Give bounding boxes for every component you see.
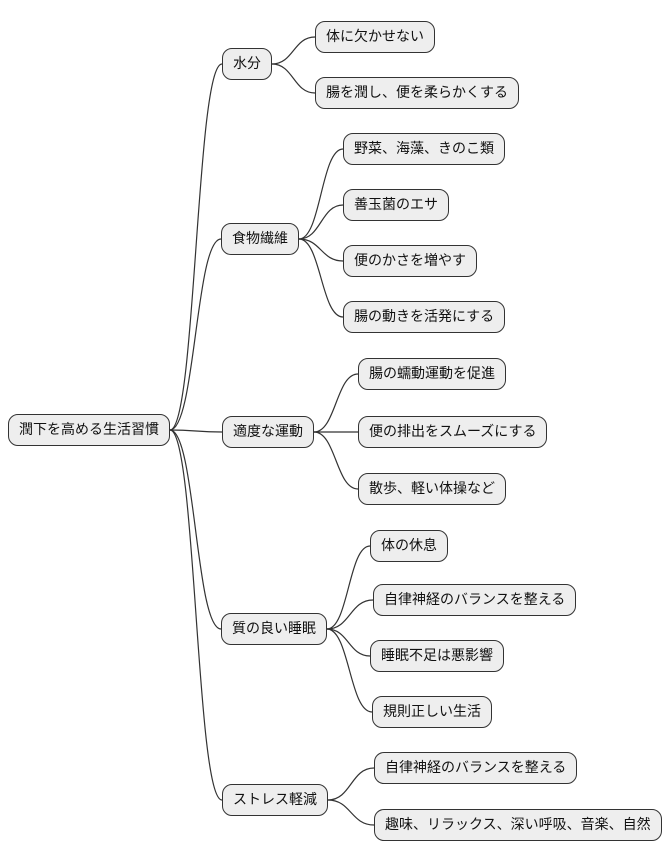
edge-n-b1-n-b1c3 <box>298 238 344 318</box>
edge-n-b1-n-b1c1 <box>298 204 344 240</box>
edge-n-root-n-b2 <box>169 429 223 433</box>
leaf-node-fiber-0: 野菜、海藻、きのこ類 <box>343 133 505 165</box>
leaf-node-stress-1: 趣味、リラックス、深い呼吸、音楽、自然 <box>374 809 662 841</box>
leaf-node-fiber-3: 腸の動きを活発にする <box>343 301 506 333</box>
edge-n-b3-n-b3c1 <box>326 599 374 630</box>
edge-n-b2-n-b2c0 <box>313 373 359 433</box>
edge-n-b3-n-b3c3 <box>326 628 373 713</box>
edge-n-b0-n-b0c0 <box>271 36 316 65</box>
leaf-node-fiber-2: 便のかさを増やす <box>343 245 477 277</box>
edge-n-root-n-b1 <box>169 238 222 431</box>
leaf-node-exercise-2: 散歩、軽い体操など <box>358 473 506 505</box>
branch-node-stress-reduction: ストレス軽減 <box>222 784 328 816</box>
edge-n-b4-n-b4c1 <box>327 799 375 826</box>
branch-node-hydration: 水分 <box>222 48 272 80</box>
edge-n-b1-n-b1c2 <box>298 238 344 262</box>
branch-node-moderate-exercise: 適度な運動 <box>222 416 314 448</box>
leaf-node-exercise-1: 便の排出をスムーズにする <box>358 416 548 448</box>
branch-node-dietary-fiber: 食物繊維 <box>221 223 299 255</box>
edge-n-b1-n-b1c0 <box>298 148 344 240</box>
leaf-node-sleep-1: 自律神経のバランスを整える <box>373 584 577 616</box>
edge-n-b3-n-b3c0 <box>326 545 371 630</box>
edge-n-b2-n-b2c2 <box>313 431 359 490</box>
leaf-node-sleep-3: 規則正しい生活 <box>372 696 492 728</box>
leaf-node-sleep-2: 睡眠不足は悪影響 <box>370 640 504 672</box>
edge-n-b4-n-b4c0 <box>327 767 375 801</box>
edge-n-root-n-b0 <box>169 63 223 431</box>
leaf-node-sleep-0: 体の休息 <box>370 530 448 562</box>
edge-n-b3-n-b3c2 <box>326 628 371 657</box>
root-node-lifestyle-habits: 潤下を高める生活習慣 <box>8 414 170 446</box>
edge-n-b0-n-b0c1 <box>271 63 316 94</box>
leaf-node-hydration-0: 体に欠かせない <box>315 21 435 53</box>
leaf-node-stress-0: 自律神経のバランスを整える <box>374 752 578 784</box>
edge-n-root-n-b3 <box>169 429 222 630</box>
leaf-node-fiber-1: 善玉菌のエサ <box>343 189 449 221</box>
leaf-node-hydration-1: 腸を潤し、便を柔らかくする <box>315 77 519 109</box>
leaf-node-exercise-0: 腸の蠕動運動を促進 <box>358 358 506 390</box>
branch-node-quality-sleep: 質の良い睡眠 <box>221 613 327 645</box>
edge-n-root-n-b4 <box>169 429 223 801</box>
